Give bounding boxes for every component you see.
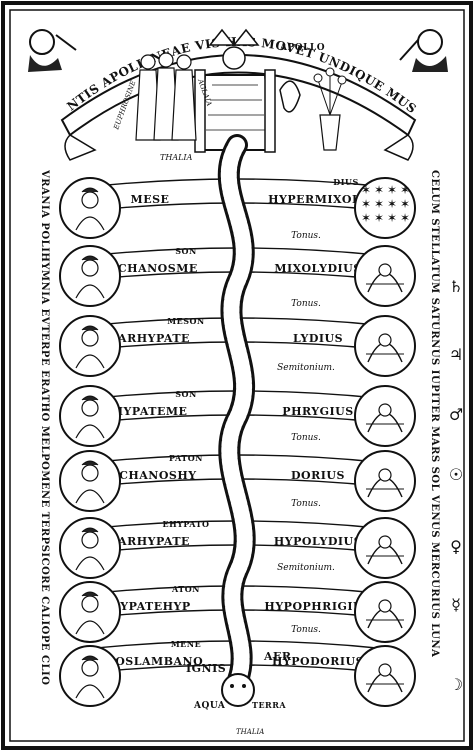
apollo-throne-figure: APOLLO xyxy=(194,28,325,153)
svg-text:✶: ✶ xyxy=(374,197,384,211)
muse-medallion xyxy=(59,245,121,307)
muse-medallion xyxy=(59,177,121,239)
svg-text:✶: ✶ xyxy=(387,197,397,211)
planet-symbol: ♂ xyxy=(449,405,463,424)
thalia-label: THALIA xyxy=(236,728,264,736)
band-left-label: PROSLAMBANO xyxy=(97,655,203,668)
sphere-medallion xyxy=(354,450,416,512)
sphere-medallion xyxy=(354,645,416,707)
planet-symbol: ☉ xyxy=(449,465,463,484)
planet-symbols: ♄ ♃ ♂ ☉ ♀ ☿ ☽ xyxy=(449,277,463,694)
band-left-prefix: MENE xyxy=(171,639,201,649)
band-right-label: HYPOPHRIGIUS xyxy=(264,600,371,613)
band-left-prefix: EHYPATO xyxy=(163,519,210,529)
band-left-label: LYCHANOSHY xyxy=(103,469,196,482)
band-right-label: MIXOLYDIUS xyxy=(274,262,361,275)
aer-label: AER xyxy=(263,650,292,663)
band-left-label: HYPATEME xyxy=(113,405,188,418)
svg-text:✶: ✶ xyxy=(387,211,397,225)
band-right-label: LYDIUS xyxy=(293,332,343,345)
muse-medallion xyxy=(59,450,121,512)
serpent-head xyxy=(221,673,255,707)
svg-text:✶: ✶ xyxy=(361,183,371,197)
svg-text:✶: ✶ xyxy=(400,183,410,197)
muse-medallion xyxy=(59,385,121,447)
interval-label: Semitonium. xyxy=(277,363,335,373)
svg-text:✶: ✶ xyxy=(361,197,371,211)
band-left-prefix: SON xyxy=(175,246,197,256)
sphere-medallion xyxy=(354,581,416,643)
svg-text:✶: ✶ xyxy=(400,211,410,225)
sphere-medallion xyxy=(354,315,416,377)
terra-label: TERRA xyxy=(252,700,286,710)
apollo-label: APOLLO xyxy=(279,43,325,53)
sphere-medallion xyxy=(354,517,416,579)
svg-text:✶: ✶ xyxy=(374,211,384,225)
muses-vertical-text: VRANIA POLIHYMNIA EVTERPE ERATHO MELPOME… xyxy=(39,169,50,685)
inner-frame xyxy=(9,9,465,742)
spheres-column: ✶✶✶✶✶✶✶✶✶✶✶✶ xyxy=(354,177,416,707)
serpent-scales xyxy=(220,137,253,688)
band-right-label: HYPODORIUS xyxy=(272,655,364,668)
svg-text:✶: ✶ xyxy=(374,183,384,197)
aqua-label: AQUA xyxy=(193,701,226,711)
band-right-prefix: DIUS xyxy=(333,177,358,187)
muse-medallion xyxy=(59,645,121,707)
sphere-medallion xyxy=(354,385,416,447)
band-left-label: PARHYPATE xyxy=(110,332,190,345)
right-putto-figure xyxy=(399,29,448,72)
interval-label: Tonus. xyxy=(291,433,321,443)
planet-symbol: ♀ xyxy=(450,537,462,556)
muse-medallion xyxy=(59,315,121,377)
muse-medallion xyxy=(59,517,121,579)
left-putto-figure xyxy=(28,29,77,72)
muses-column xyxy=(59,177,121,707)
interval-label: Tonus. xyxy=(291,625,321,635)
band-left-prefix: SON xyxy=(175,389,197,399)
band-right-label: DORIUS xyxy=(291,469,345,482)
band-right-label: HYPOLYDIUS xyxy=(274,535,362,548)
elements-label-group: IGNIS AER AQUA TERRA THALIA xyxy=(186,650,292,736)
band-left-prefix: ATON xyxy=(171,584,200,594)
svg-text:✶: ✶ xyxy=(387,183,397,197)
grace-label-3: THALIA xyxy=(160,153,193,162)
flower-vase xyxy=(313,67,347,151)
spheres-vertical-text: CELUM STELLATUM SATURNUS IUPITER MARS SO… xyxy=(429,170,440,657)
planet-symbol: ♃ xyxy=(449,345,463,364)
interval-label: Tonus. xyxy=(291,299,321,309)
band-right-label: PHRYGIUS xyxy=(282,405,353,418)
interval-label: Semitonium. xyxy=(277,563,335,573)
muse-medallion xyxy=(59,581,121,643)
planet-symbol: ☽ xyxy=(449,675,463,694)
band-left-prefix: PATON xyxy=(169,453,203,463)
sphere-medallion xyxy=(354,245,416,307)
band-left-label: HYPATEHYP xyxy=(109,600,190,613)
band-left-prefix: MESON xyxy=(167,316,205,326)
band-left-label: PARHYPATE xyxy=(110,535,190,548)
band-left-label: LYCHANOSME xyxy=(102,262,198,275)
band-right-label: HYPERMIXOLY xyxy=(268,193,368,206)
ignis-label: IGNIS xyxy=(186,662,226,675)
planet-symbol: ♄ xyxy=(449,277,463,296)
band-left-label: MESE xyxy=(131,193,170,206)
svg-text:✶: ✶ xyxy=(361,211,371,225)
planet-symbol: ☿ xyxy=(451,595,461,614)
sphere-medallion: ✶✶✶✶✶✶✶✶✶✶✶✶ xyxy=(354,177,416,239)
interval-label: Tonus. xyxy=(291,499,321,509)
svg-text:✶: ✶ xyxy=(400,197,410,211)
interval-label: Tonus. xyxy=(291,231,321,241)
